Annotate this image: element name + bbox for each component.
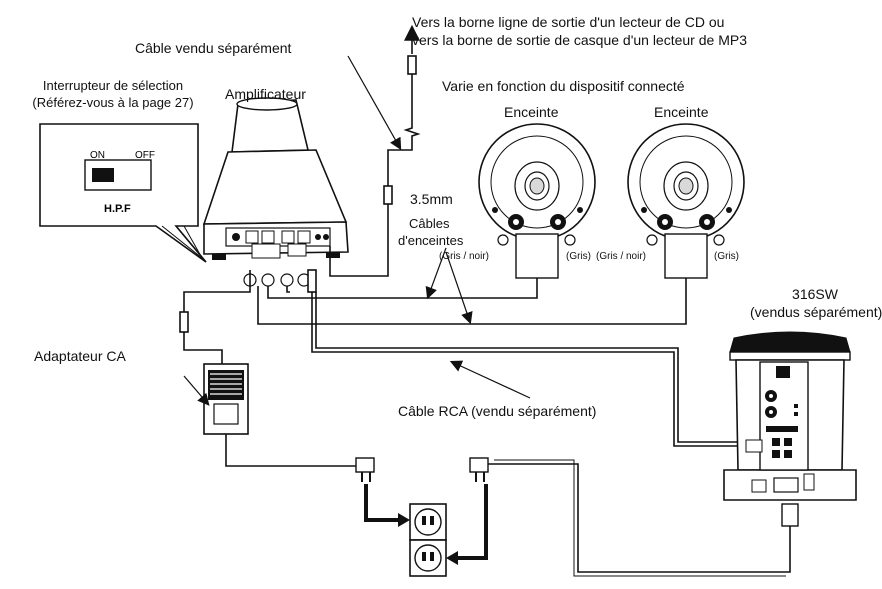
speaker-right-label: Enceinte [654, 104, 709, 120]
rca-cable-label: Câble RCA (vendu séparément) [398, 403, 597, 419]
switch-on-label: ON [90, 150, 105, 161]
speaker-cables-label-line2: d'enceintes [398, 233, 464, 248]
amplifier [202, 97, 349, 260]
gray-label-2: (Gris) [714, 251, 739, 262]
subwoofer-label-line2: (vendus séparément) [750, 304, 882, 320]
speaker-cables-label-line1: Câbles [409, 216, 450, 231]
size-35mm-label: 3.5mm [410, 191, 453, 207]
subwoofer [723, 331, 857, 501]
gray-black-label-2: (Gris / noir) [596, 251, 646, 262]
source-label-line1: Vers la borne ligne de sortie d'un lecte… [412, 14, 725, 30]
source-label-line2: vers la borne de sortie de casque d'un l… [412, 32, 747, 48]
rca-cable [307, 269, 742, 447]
subwoofer-label-line1: 316SW [792, 286, 838, 302]
amplifier-jacks[interactable] [232, 230, 329, 244]
cable-sold-separately-label: Câble vendu séparément [135, 40, 292, 56]
gray-label-1: (Gris) [566, 251, 591, 262]
wire-markers-amp [243, 273, 311, 287]
ac-adapter [203, 363, 375, 482]
gray-black-label-1: (Gris / noir) [439, 251, 489, 262]
switch-off-label: OFF [135, 150, 155, 161]
amplifier-label: Amplificateur [225, 86, 306, 102]
speaker-left [478, 123, 596, 279]
speaker-left-label: Enceinte [504, 104, 559, 120]
mains-plug-sub [469, 457, 799, 577]
selector-switch-callout: ON OFF H.P.F [39, 123, 207, 263]
ac-adapter-label: Adaptateur CA [34, 348, 126, 364]
wall-outlets [409, 503, 447, 577]
varies-device-label: Varie en fonction du dispositif connecté [442, 78, 685, 94]
selector-label-line1: Interrupteur de sélection [42, 78, 184, 93]
speaker-right [627, 123, 745, 279]
selector-label-line2: (Référez-vous à la page 27) [32, 95, 194, 110]
switch-name-label: H.P.F [104, 203, 131, 215]
hpf-switch[interactable] [84, 159, 152, 191]
